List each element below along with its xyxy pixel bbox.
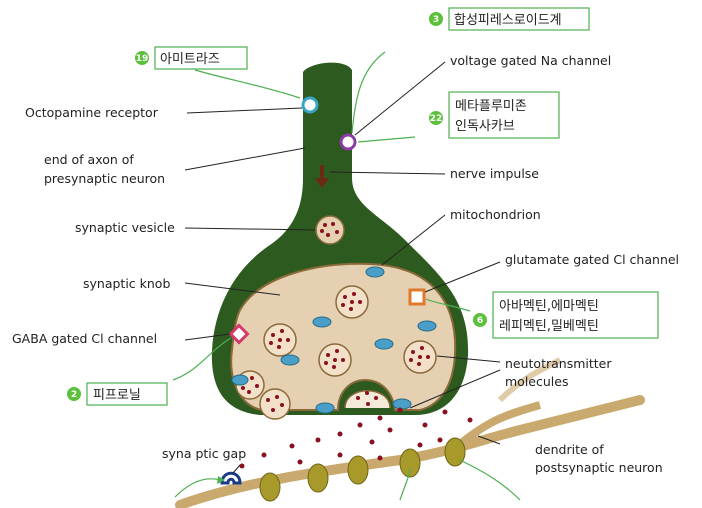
- callout-3: 3 합성피레스로이드계: [429, 8, 589, 30]
- callout-text-line2: 레피멕틴,밀베멕틴: [499, 319, 599, 334]
- callout-badge-number: 22: [430, 114, 443, 124]
- callout-text-line1: 메타플루미존: [455, 99, 527, 114]
- postsynaptic-receptor-icon: [222, 473, 240, 483]
- voltage-channel-label: voltage gated Na channel: [450, 53, 611, 68]
- voltage-na-channel-icon: [341, 135, 355, 149]
- axon-end-label-line1: end of axon of: [44, 152, 134, 167]
- callout-badge-number: 2: [71, 390, 77, 400]
- glutamate-channel-label: glutamate gated Cl channel: [505, 252, 679, 267]
- gaba-channel-label: GABA gated Cl channel: [12, 331, 157, 346]
- dendrite-label-line1: dendrite of: [535, 442, 604, 457]
- neurotransmitter-label-line1: neutotransmitter: [505, 356, 612, 371]
- synaptic-gap-label: syna ptic gap: [162, 446, 246, 461]
- octopamine-receptor-label: Octopamine receptor: [25, 105, 159, 120]
- callout-19: 19 아미트라즈: [135, 47, 247, 69]
- callout-text-line1: 아바멕틴,에마멕틴: [499, 299, 599, 314]
- callout-text: 아미트라즈: [160, 52, 220, 67]
- mitochondrion-label: mitochondrion: [450, 207, 541, 222]
- callout-2: 2 피프로닐: [67, 383, 167, 405]
- callout-badge-number: 19: [136, 54, 149, 64]
- callout-6: 6 아바멕틴,에마멕틴 레피멕틴,밀베멕틴: [473, 292, 658, 338]
- axon-end-label-line2: presynaptic neuron: [44, 171, 165, 186]
- callout-text: 피프로닐: [93, 388, 141, 403]
- callout-text: 합성피레스로이드계: [454, 13, 562, 28]
- synaptic-vesicle: [316, 216, 344, 244]
- synaptic-vesicle-label: synaptic vesicle: [75, 220, 175, 235]
- callout-badge-number: 3: [433, 15, 439, 25]
- nerve-impulse-label: nerve impulse: [450, 166, 539, 181]
- neurotransmitter-label-line2: molecules: [505, 374, 568, 389]
- callout-text-line2: 인독사카브: [455, 119, 515, 134]
- callout-badge-number: 6: [477, 316, 483, 326]
- synaptic-knob-label: synaptic knob: [83, 276, 170, 291]
- callout-22: 22 메타플루미존 인독사카브: [429, 92, 559, 138]
- dendrite-label-line2: postsynaptic neuron: [535, 460, 663, 475]
- glutamate-cl-channel-icon: [410, 290, 424, 304]
- octopamine-receptor-icon: [303, 98, 317, 112]
